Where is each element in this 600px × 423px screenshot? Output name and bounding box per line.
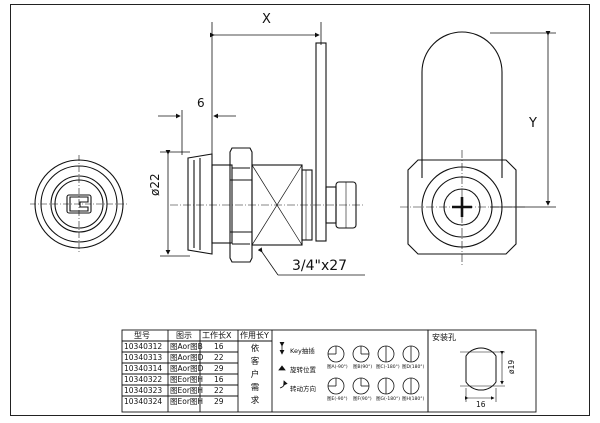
- table-row-figure: 图Eor图H: [170, 386, 204, 395]
- y-note-char: 户: [250, 370, 260, 380]
- legend-rotate-position: 旋转位置: [290, 366, 316, 374]
- table-header-model: 型号: [134, 331, 150, 340]
- drawing-frame: [10, 4, 590, 416]
- thread-dimension-label: 3/4"x27: [292, 258, 348, 274]
- dimension-x: [210, 22, 322, 160]
- table-row-model: 10340322: [124, 375, 163, 384]
- table-row-x: 16: [214, 375, 224, 384]
- table-row-model: 10340313: [124, 353, 163, 362]
- table-header-x: 工作长X: [202, 331, 232, 340]
- dimension-dia22: [160, 150, 190, 257]
- mounting-width-label: 16: [476, 400, 486, 409]
- dial-label: 图F(90°): [353, 397, 372, 402]
- dial-label: 图A(-90°): [327, 365, 348, 370]
- table-row-figure: 图Aor图B: [170, 342, 203, 351]
- table-row-x: 22: [214, 353, 224, 362]
- y-note-char: 客: [250, 357, 260, 367]
- dial-label: 图G(-180°): [376, 397, 400, 402]
- table-row-figure: 图Aor图D: [170, 353, 204, 362]
- mounting-hole: [460, 347, 505, 402]
- dial-label: 图C(-180°): [376, 365, 400, 370]
- legend-symbols: [278, 342, 288, 389]
- x-dimension-label: X: [262, 12, 271, 27]
- table-row-x: 16: [214, 342, 224, 351]
- table-row-figure: 图Eor图H: [170, 375, 204, 384]
- six-dimension-label: 6: [197, 96, 205, 110]
- spec-table: [121, 329, 537, 413]
- table-row-model: 10340314: [124, 364, 163, 373]
- thread-leader: [257, 247, 365, 276]
- y-note-char: 需: [250, 383, 260, 393]
- table-row-figure: 图Eor图H: [170, 397, 204, 406]
- dimension-y: [490, 31, 556, 208]
- legend-rotate-direction: 转动方向: [290, 385, 316, 393]
- side-view: [170, 42, 365, 263]
- dia22-dimension-label: ø22: [148, 173, 162, 196]
- table-row-x: 29: [214, 364, 224, 373]
- dial-label: 图D(180°): [402, 365, 425, 370]
- table-row-model: 10340324: [124, 397, 163, 406]
- table-header-figure: 图示: [176, 331, 192, 340]
- dimension-6: [158, 110, 236, 155]
- mounting-dia-label: ø19: [507, 359, 516, 374]
- table-row-figure: 图Aor图D: [170, 364, 204, 373]
- dial-label: 图H(180°): [402, 397, 425, 402]
- rotation-dials: [327, 345, 420, 395]
- y-note-char: 求: [250, 396, 260, 406]
- table-row-model: 10340323: [124, 386, 163, 395]
- dial-label: 图B(90°): [353, 365, 373, 370]
- legend-key-insert: Key抽插: [290, 347, 315, 355]
- y-note-char: 依: [250, 344, 260, 354]
- front-view: [30, 155, 128, 253]
- table-header-y: 作用长Y: [240, 331, 269, 340]
- dial-label: 图E(-90°): [327, 397, 348, 402]
- table-row-x: 29: [214, 397, 224, 406]
- table-row-model: 10340312: [124, 342, 163, 351]
- y-dimension-label: Y: [529, 116, 537, 131]
- mounting-hole-title: 安装孔: [432, 333, 456, 342]
- rear-view: [400, 31, 525, 265]
- table-row-x: 22: [214, 386, 224, 395]
